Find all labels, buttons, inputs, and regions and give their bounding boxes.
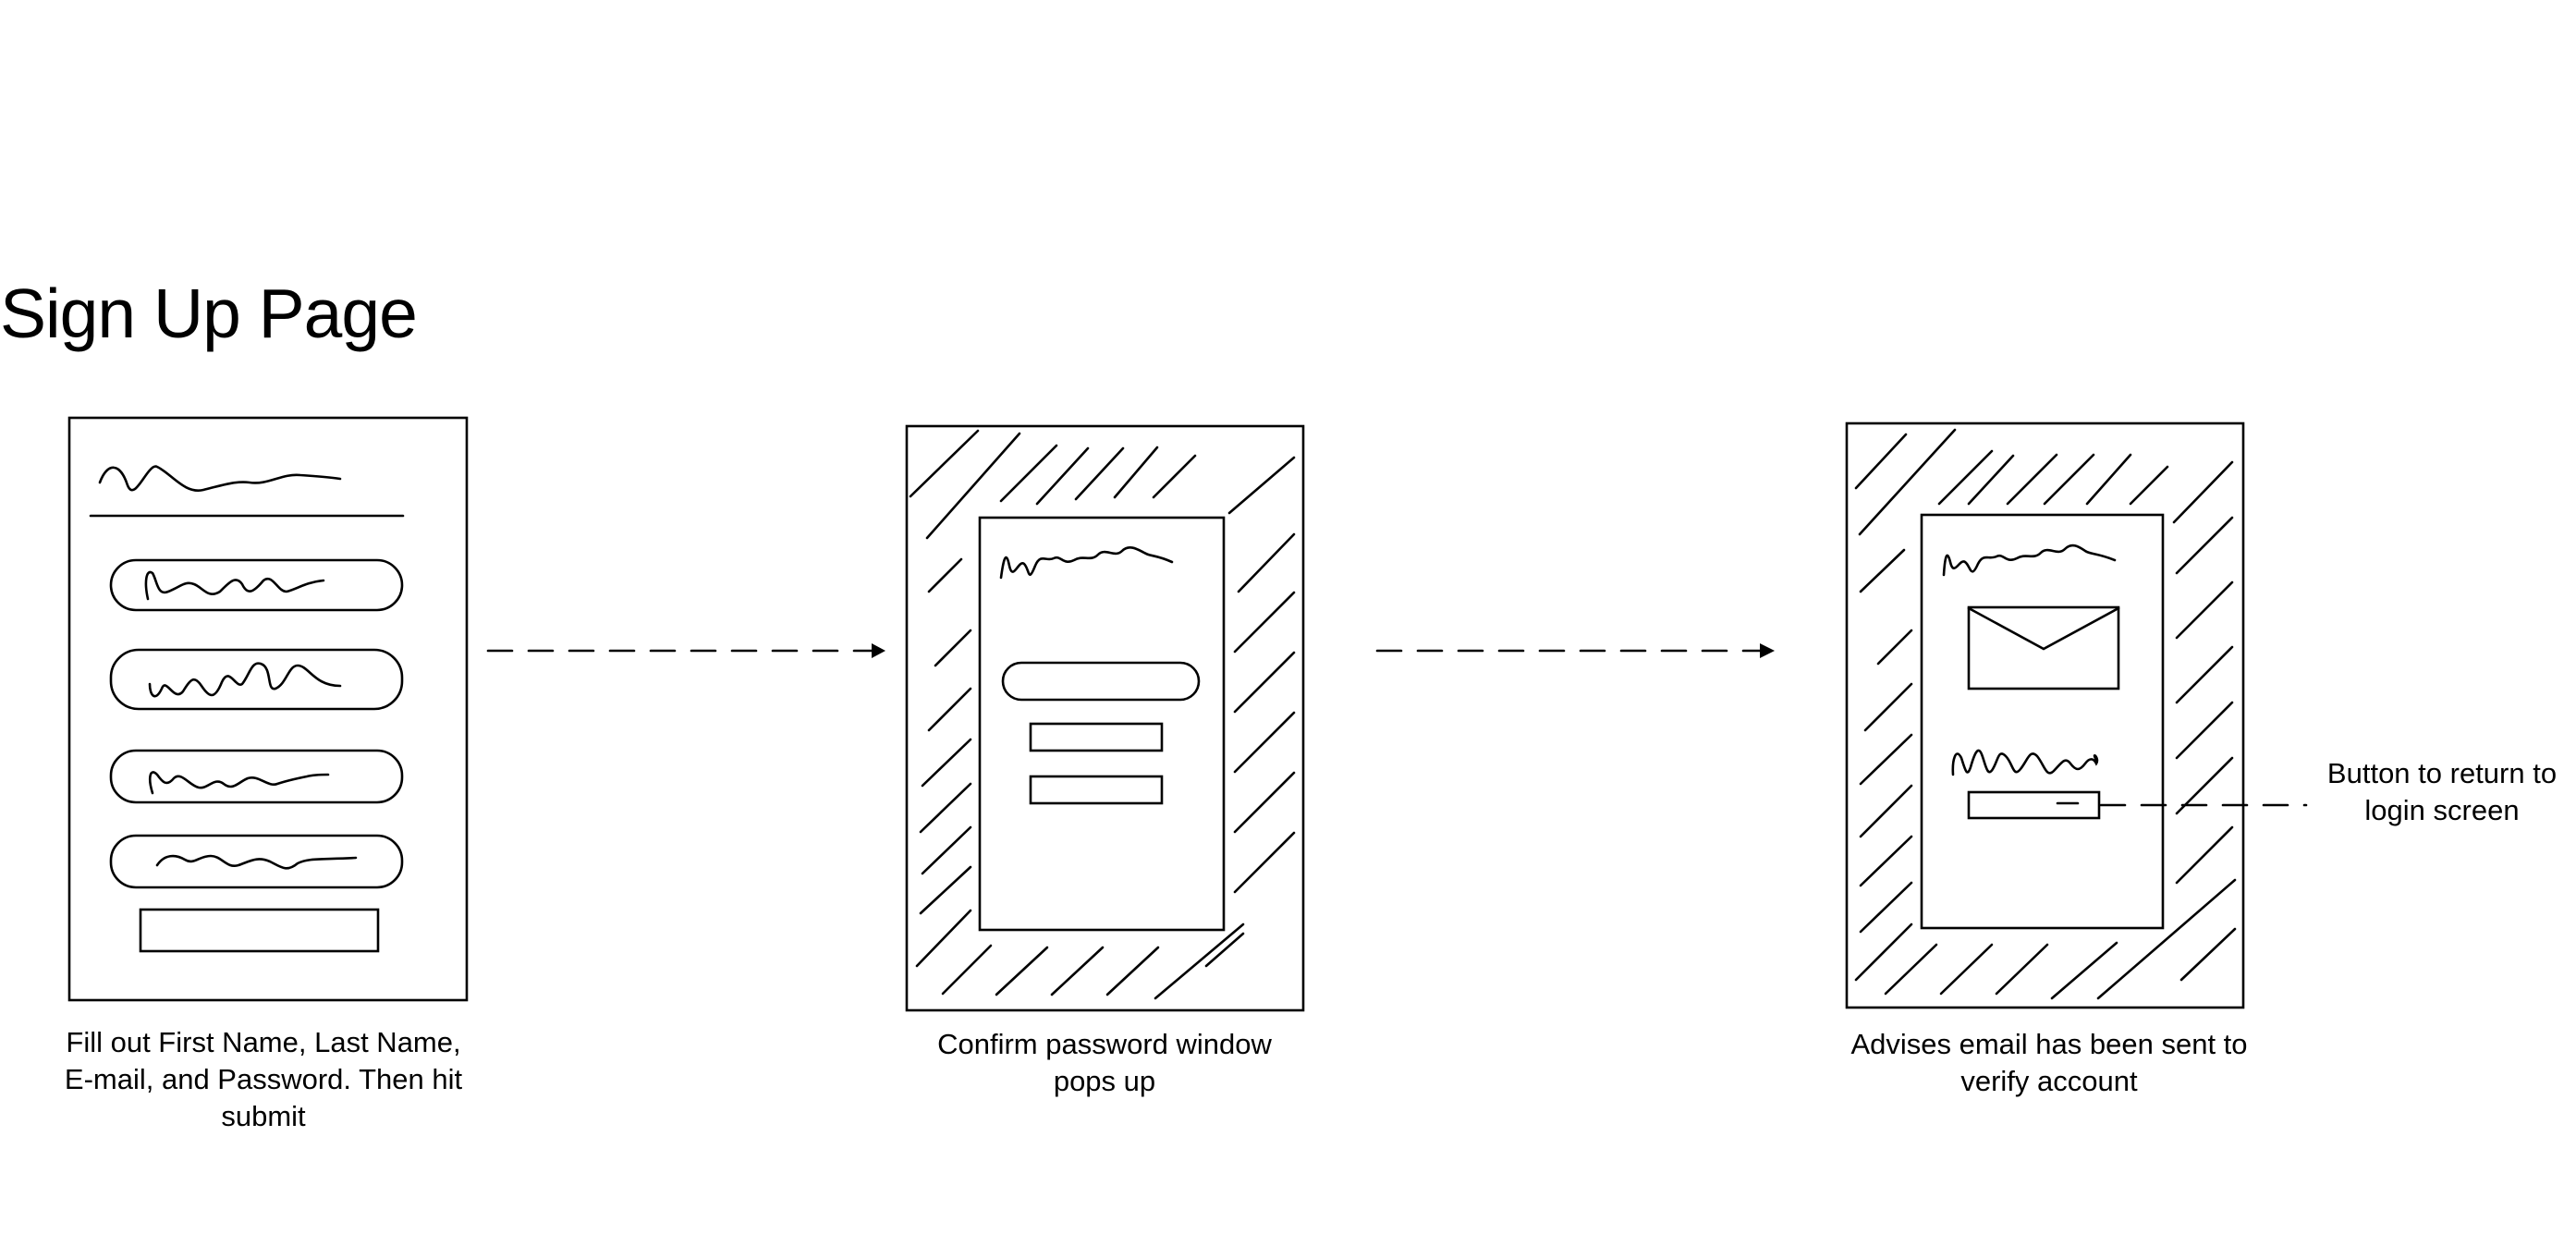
arrow-right-icon <box>1375 643 1775 658</box>
return-to-login-button[interactable] <box>1967 790 2101 820</box>
email-sent-screen <box>1845 422 2245 1009</box>
submit-button[interactable] <box>139 908 380 953</box>
annotation-line: login screen <box>2364 794 2520 826</box>
last-name-field-scribble <box>148 662 342 698</box>
confirm-password-popup <box>978 516 1226 932</box>
caption-line: Confirm password window <box>937 1028 1272 1060</box>
caption-line: pops up <box>1053 1065 1156 1097</box>
email-message-scribble <box>1951 749 2099 776</box>
return-button-annotation: Button to return to login screen <box>2313 755 2571 829</box>
envelope-icon <box>1967 605 2120 690</box>
confirm-password-field[interactable] <box>1001 661 1201 702</box>
email-field-scribble <box>148 771 330 795</box>
caption-line: Advises email has been sent to <box>1850 1028 2248 1060</box>
password-field[interactable] <box>109 834 404 889</box>
signup-form-heading-scribble <box>98 465 342 492</box>
caption-line: E-mail, and Password. Then hit <box>64 1063 463 1095</box>
overlay-hatching <box>1854 428 2237 1000</box>
last-name-field[interactable] <box>109 648 404 711</box>
signup-form-screen <box>67 416 469 1002</box>
caption-line: submit <box>221 1100 306 1132</box>
email-sent-popup <box>1920 513 2165 930</box>
annotation-line: Button to return to <box>2326 757 2558 789</box>
password-field-scribble <box>155 854 358 870</box>
arrow-right-icon <box>486 643 885 658</box>
signup-form-frame <box>67 416 469 1002</box>
caption-line: Fill out First Name, Last Name, <box>66 1026 461 1058</box>
page-title: Sign Up Page <box>0 275 418 352</box>
first-name-field[interactable] <box>109 558 404 612</box>
confirm-password-screen <box>905 424 1305 1012</box>
overlay-hatching <box>909 429 1296 1000</box>
outer-frame <box>1845 422 2245 1009</box>
popup-heading-scribble <box>1942 544 2117 577</box>
confirm-button[interactable] <box>1029 722 1164 752</box>
cancel-button[interactable] <box>1029 775 1164 805</box>
signup-form-caption: Fill out First Name, Last Name, E-mail, … <box>46 1024 481 1135</box>
first-name-field-scribble <box>144 570 325 601</box>
email-sent-caption: Advises email has been sent to verify ac… <box>1827 1026 2271 1100</box>
popup-heading-scribble <box>999 546 1174 580</box>
email-field[interactable] <box>109 749 404 804</box>
confirm-password-caption: Confirm password window pops up <box>887 1026 1322 1100</box>
outer-frame <box>905 424 1305 1012</box>
caption-line: verify account <box>1960 1065 2138 1097</box>
